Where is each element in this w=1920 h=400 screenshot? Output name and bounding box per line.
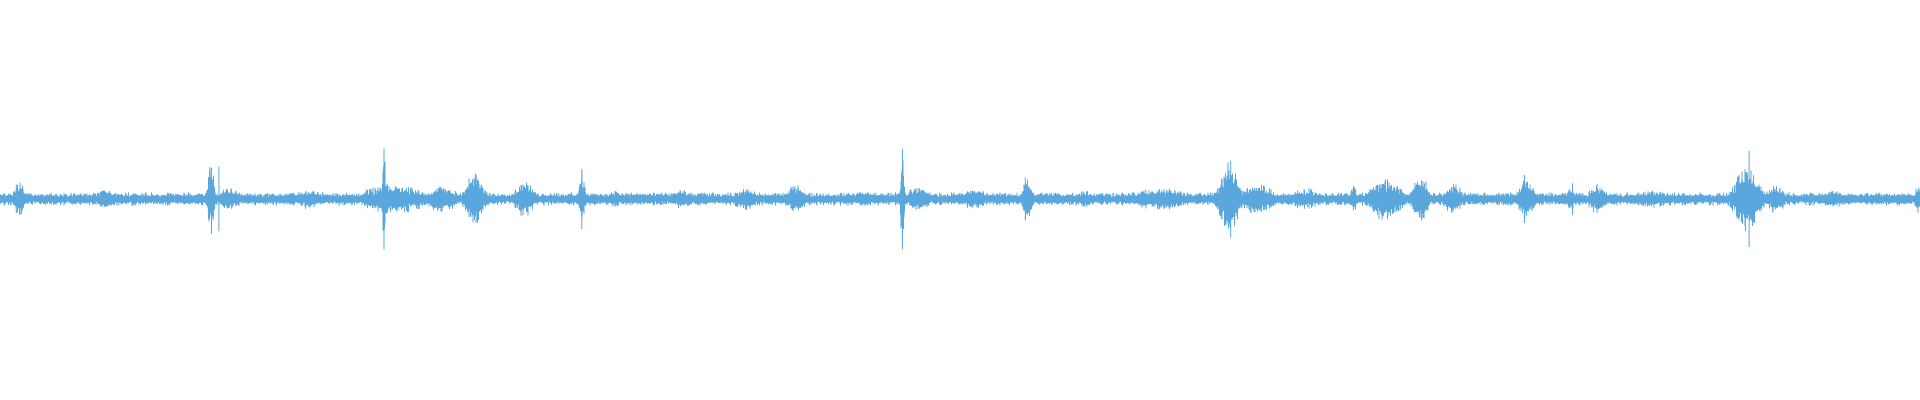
waveform-trace bbox=[0, 148, 1920, 250]
